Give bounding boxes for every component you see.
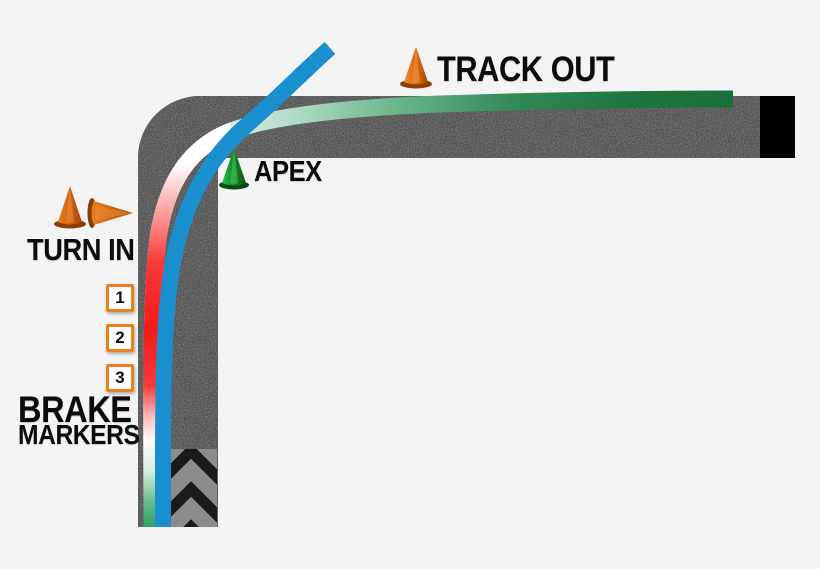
turn-in-label: TURN IN — [27, 232, 135, 267]
chevron-icon — [183, 519, 199, 527]
track-out-cone-icon — [400, 47, 432, 89]
markers-label: MARKERS — [18, 419, 140, 450]
apex-label: APEX — [254, 156, 322, 188]
brake-marker-board-2: 2 — [106, 324, 134, 352]
turn-in-fallen-cone-icon — [87, 198, 133, 228]
apex-cone-icon — [219, 148, 249, 190]
brake-label: BRAKE — [18, 389, 132, 430]
turn-in-cone-icon — [54, 186, 86, 229]
alternate-blue-line — [154, 41, 336, 528]
chevron-panel — [165, 449, 217, 527]
track-end-block — [760, 96, 795, 158]
brake-marker-board-3: 3 — [106, 364, 134, 392]
track-out-label: TRACK OUT — [437, 50, 615, 89]
brake-marker-board-1: 1 — [106, 284, 134, 312]
